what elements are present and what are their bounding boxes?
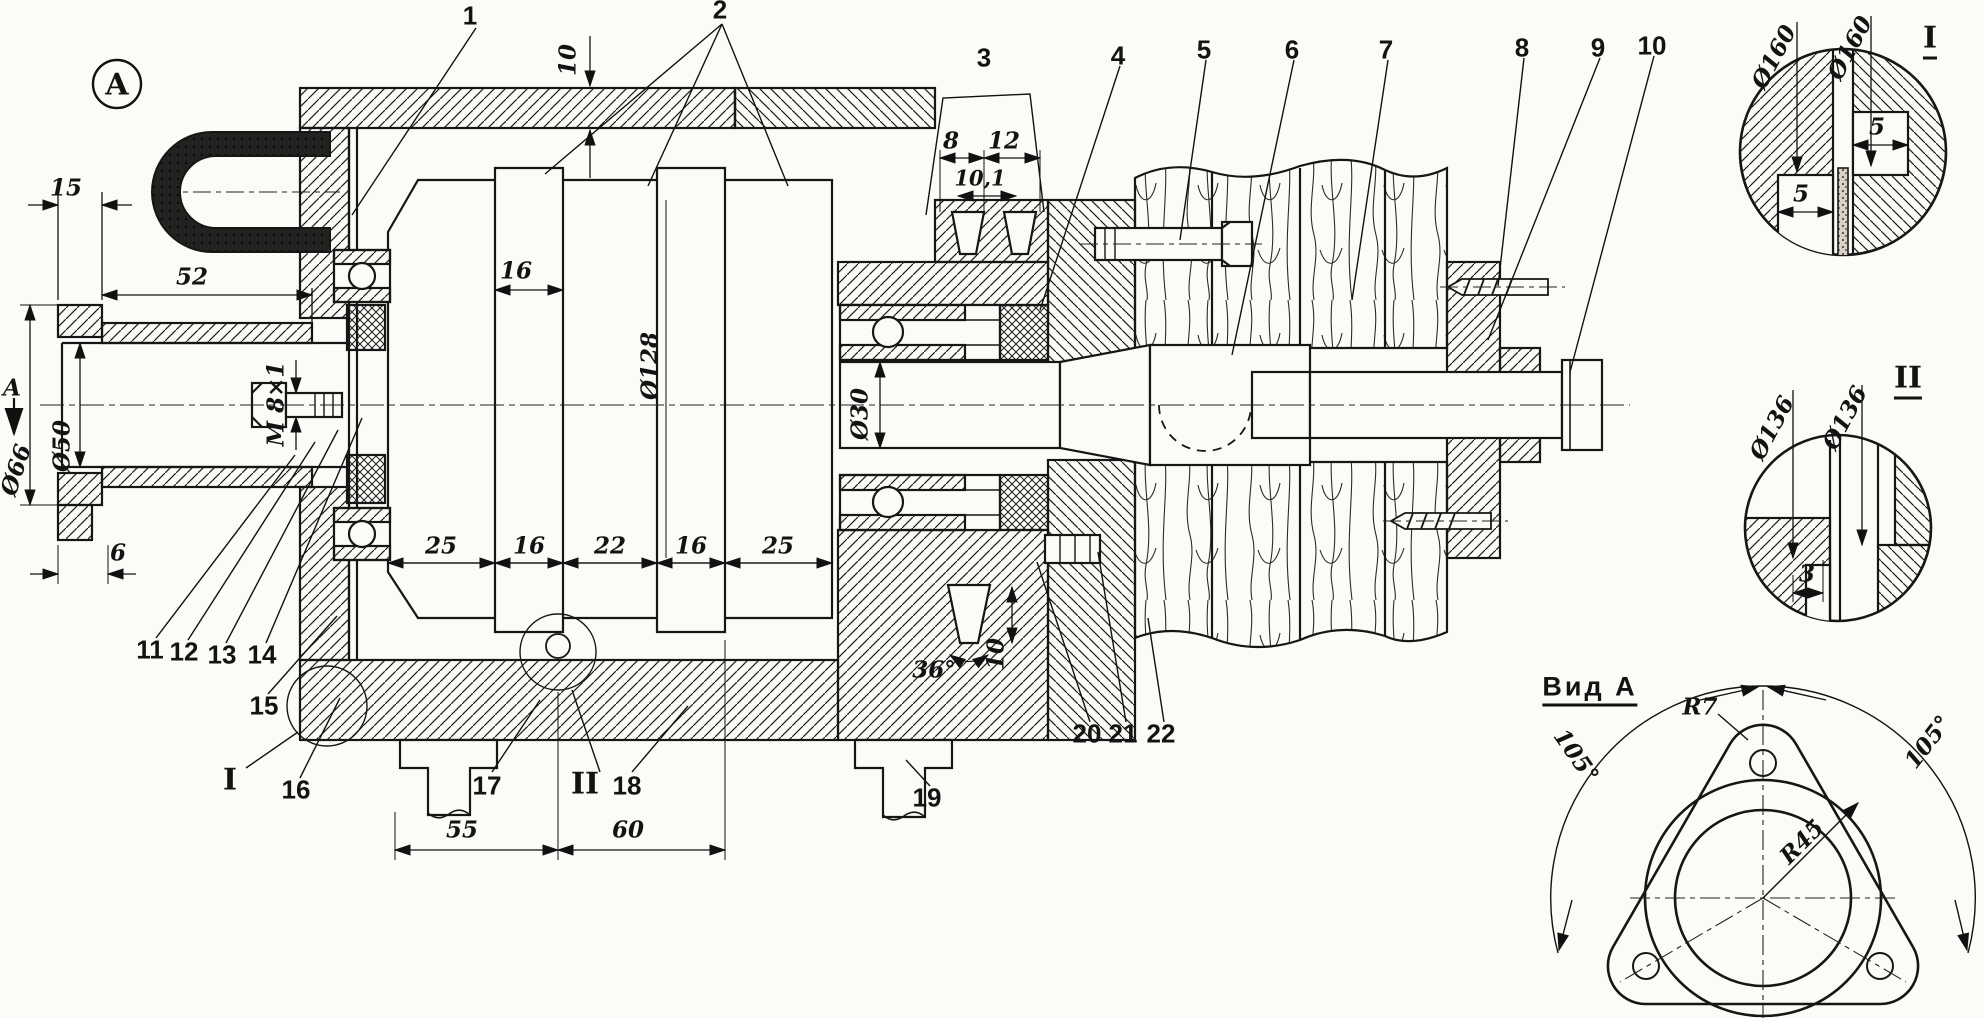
callout-1: 1: [462, 0, 478, 31]
callout-15: 15: [249, 690, 279, 721]
dim-shaft-dia: Ø30: [846, 387, 874, 441]
callout-19: 19: [912, 782, 942, 813]
callout-14: 14: [247, 639, 277, 670]
view-direction-letter: А: [2, 374, 22, 402]
dim-lip: 6: [109, 539, 127, 567]
detail-ii-label: II: [1893, 361, 1923, 400]
callout-18: 18: [612, 770, 642, 801]
callout-12: 12: [169, 636, 199, 667]
callout-4: 4: [1110, 40, 1126, 71]
dim-sec-22: 22: [593, 532, 627, 560]
callout-20: 20: [1072, 718, 1102, 749]
callout-2: 2: [712, 0, 728, 25]
dim-wall-thickness: 10: [554, 43, 582, 77]
callout-3: 3: [976, 42, 992, 73]
callout-21: 21: [1108, 718, 1138, 749]
dim-foot-60: 60: [611, 816, 645, 844]
dim-pitch-a: 8: [942, 127, 960, 155]
callout-7: 7: [1378, 34, 1394, 65]
dim-pitch-b: 12: [987, 127, 1021, 155]
view-a-title: Вид А: [1542, 672, 1638, 707]
dim-flange-width: 15: [49, 174, 83, 202]
dim-sec-16b: 16: [674, 532, 708, 560]
callout-16: 16: [281, 774, 311, 805]
dim-groove-angle: 36°: [912, 656, 956, 684]
dim-sec-16a: 16: [512, 532, 546, 560]
detail-i-gap-right: 5: [1868, 113, 1886, 141]
dim-groove-depth: 10: [982, 637, 1010, 671]
dim-tube-length: 52: [175, 263, 209, 291]
dim-drum-dia: Ø128: [636, 331, 664, 401]
dim-pitch-c: 10,1: [954, 165, 1006, 191]
detail-i-label: I: [1922, 21, 1938, 60]
callout-17: 17: [472, 770, 502, 801]
callout-8: 8: [1514, 32, 1530, 63]
callout-22: 22: [1146, 718, 1176, 749]
dim-bore-dia: Ø50: [48, 419, 76, 473]
section-mark-i: I: [222, 762, 238, 798]
detail-i-gap-left: 5: [1792, 180, 1810, 208]
dim-sec-25a: 25: [424, 532, 458, 560]
callout-11: 11: [136, 634, 164, 665]
callout-5: 5: [1196, 34, 1212, 65]
detail-ii-gap: 3: [1798, 560, 1816, 588]
detail-circle-letter: А: [104, 67, 130, 103]
callout-6: 6: [1284, 34, 1300, 65]
callout-13: 13: [207, 639, 237, 670]
callout-10: 10: [1637, 30, 1667, 61]
section-mark-ii: II: [570, 766, 600, 802]
dim-sec-25b: 25: [761, 532, 795, 560]
dim-thread: M 8×1: [262, 361, 290, 447]
view-a-r7: R7: [1682, 693, 1718, 721]
callout-9: 9: [1590, 32, 1606, 63]
dim-foot-55: 55: [445, 816, 479, 844]
dim-rim-width: 16: [499, 257, 533, 285]
